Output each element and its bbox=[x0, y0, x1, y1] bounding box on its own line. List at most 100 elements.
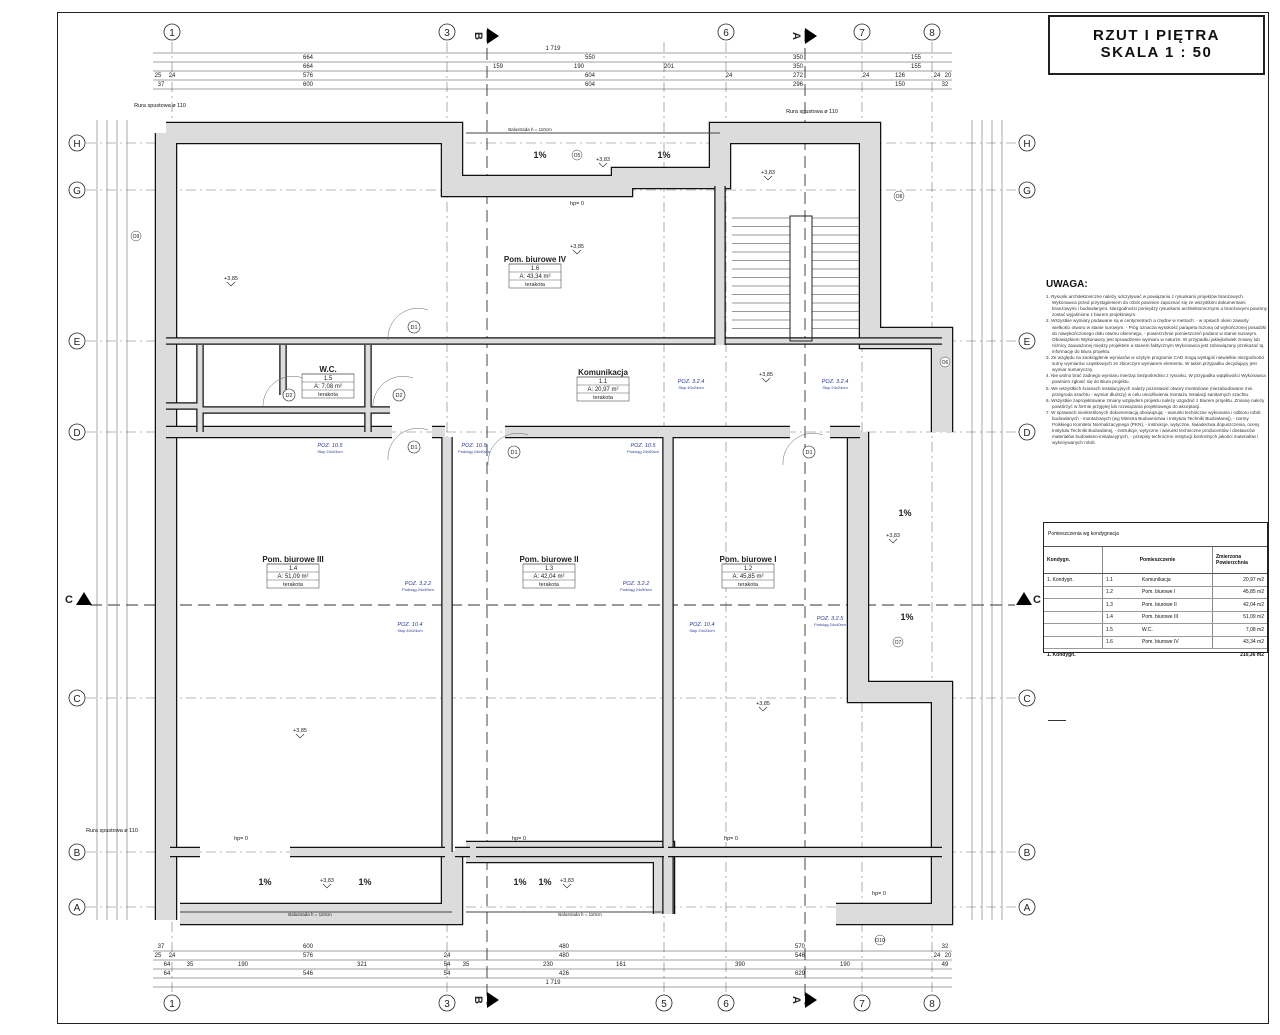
dimension-value: 64 bbox=[164, 962, 171, 968]
axis-bubble bbox=[68, 332, 86, 350]
header-area: Zmierzona Powierzchnia bbox=[1212, 547, 1267, 574]
axis-label: 3 bbox=[444, 28, 450, 39]
room-label bbox=[721, 563, 775, 589]
row-group bbox=[1044, 623, 1103, 637]
pipe-note: Rura spustowa ø 110 bbox=[86, 828, 138, 834]
note-item: 4. Nie wolno brać żadnego wymiaru mierzą… bbox=[1046, 373, 1266, 385]
row-area: 20,97 m2 bbox=[1212, 573, 1267, 587]
axis-bubble bbox=[438, 23, 456, 41]
section-marker-icon bbox=[1016, 592, 1032, 605]
slope-label: 1% bbox=[533, 150, 546, 160]
window-tag bbox=[939, 356, 951, 368]
dimension-value: 296 bbox=[793, 82, 804, 88]
title-block: RZUT I PIĘTRA SKALA 1 : 50 bbox=[1048, 15, 1265, 75]
dimension-value: 20 bbox=[945, 73, 952, 79]
door-tag bbox=[802, 445, 816, 459]
note-item: 6. Wszystkie zaprojektowane zmiany wzglę… bbox=[1046, 397, 1265, 409]
dimension-value: 37 bbox=[158, 944, 165, 950]
axis-label: 1 bbox=[169, 999, 175, 1010]
slope-label: 1% bbox=[538, 877, 551, 887]
axis-bubble bbox=[163, 994, 181, 1012]
room-name: Pom. biurowe IV bbox=[504, 255, 567, 264]
dimension-value: 600 bbox=[303, 944, 314, 950]
drawing-frame bbox=[57, 12, 1269, 1024]
structural-callout-sub: Słup 24x24cm bbox=[317, 449, 343, 454]
axis-label: G bbox=[1023, 186, 1031, 197]
level-mark: +3,85 bbox=[293, 728, 307, 734]
row-number: 1.2 bbox=[1102, 586, 1139, 599]
window-label: O6 bbox=[942, 360, 949, 366]
axis-bubble bbox=[68, 843, 86, 861]
room-number: 1.4 bbox=[289, 566, 298, 572]
door-swing bbox=[487, 433, 529, 466]
level-arrow-icon bbox=[572, 249, 582, 255]
row-number: 1.5 bbox=[1102, 623, 1139, 637]
room-floor: terakota bbox=[525, 282, 546, 288]
room-label bbox=[576, 376, 630, 402]
axis-bubble bbox=[1018, 181, 1036, 199]
note-item: 2. Wszystkie wymiary podawane są w centy… bbox=[1046, 318, 1267, 354]
room-name: Pom. biurowe II bbox=[519, 555, 578, 564]
dimension-value: 24 bbox=[444, 953, 451, 959]
dimension-value: 664 bbox=[303, 64, 314, 70]
dimension-value: 600 bbox=[303, 82, 314, 88]
slope-label: 1% bbox=[258, 877, 271, 887]
dimension-value: 321 bbox=[357, 962, 368, 968]
section-label: A bbox=[790, 996, 802, 1004]
structural-callout: POZ. 3.2.2 bbox=[405, 581, 432, 587]
level-mark: +3,85 bbox=[759, 372, 773, 378]
door-label: D1 bbox=[805, 450, 812, 456]
room-area: A: 45,85 m² bbox=[732, 574, 763, 580]
dimension-value: 155 bbox=[911, 64, 922, 70]
door-tag bbox=[407, 440, 421, 454]
dimension-value: 20 bbox=[945, 953, 952, 959]
slope-label: 1% bbox=[900, 612, 913, 622]
dimension-value: 550 bbox=[585, 55, 596, 61]
axis-bubble bbox=[68, 689, 86, 707]
level-mark: +3,85 bbox=[224, 276, 238, 282]
axis-bubble bbox=[717, 23, 735, 41]
level-mark: +3,85 bbox=[756, 701, 770, 707]
dimension-value: 24 bbox=[726, 73, 733, 79]
row-area: 42,04 m2 bbox=[1212, 598, 1267, 612]
row-group: 1. Kondygn. bbox=[1044, 573, 1103, 587]
dimension-value: 25 bbox=[155, 73, 162, 79]
room-floor: terakota bbox=[738, 582, 759, 588]
dimension-value: 350 bbox=[793, 55, 804, 61]
axis-label: 1 bbox=[169, 28, 175, 39]
row-number: 1.1 bbox=[1102, 573, 1139, 587]
row-room: W.C. bbox=[1139, 623, 1213, 637]
dimension-value: 629 bbox=[795, 971, 806, 977]
notes-heading: UWAGA: bbox=[1046, 279, 1088, 290]
axis-bubble bbox=[68, 181, 86, 199]
wall-outline bbox=[154, 121, 954, 926]
room-floor: terakota bbox=[593, 395, 614, 401]
door-swing bbox=[387, 308, 429, 341]
window-tag bbox=[571, 149, 583, 161]
section-marker-icon bbox=[805, 28, 817, 44]
axis-bubble bbox=[655, 994, 673, 1012]
dimension-value: 230 bbox=[543, 962, 554, 968]
room-floor: terakota bbox=[318, 392, 339, 398]
total-label: 1. Kondygn. bbox=[1044, 648, 1213, 661]
note-item: 1. Rysunki architektoniczne należy odczy… bbox=[1046, 294, 1267, 318]
wall bbox=[166, 345, 390, 432]
axis-bubble bbox=[1018, 134, 1036, 152]
dimension-value: 64 bbox=[164, 971, 171, 977]
axis-bubble bbox=[717, 994, 735, 1012]
wall bbox=[156, 123, 952, 924]
level-mark: +3,83 bbox=[761, 170, 775, 176]
dimension-value: 190 bbox=[840, 962, 851, 968]
axis-bubble bbox=[68, 134, 86, 152]
level-arrow-icon bbox=[562, 883, 572, 889]
window-label: O5 bbox=[574, 153, 581, 159]
room-number: 1.1 bbox=[599, 379, 608, 385]
dimension-value: 1 719 bbox=[545, 46, 561, 52]
level-mark: +3,83 bbox=[560, 878, 574, 884]
header-kondygn: Kondygn. bbox=[1044, 547, 1103, 574]
note-item: 7. W sprawach nieokreślonych dokumentacj… bbox=[1046, 409, 1261, 446]
dimension-value: 664 bbox=[303, 55, 314, 61]
slope-label: 1% bbox=[898, 508, 911, 518]
hp-label: hp= 0 bbox=[512, 836, 526, 842]
room-name: Pom. biurowe III bbox=[262, 555, 323, 564]
